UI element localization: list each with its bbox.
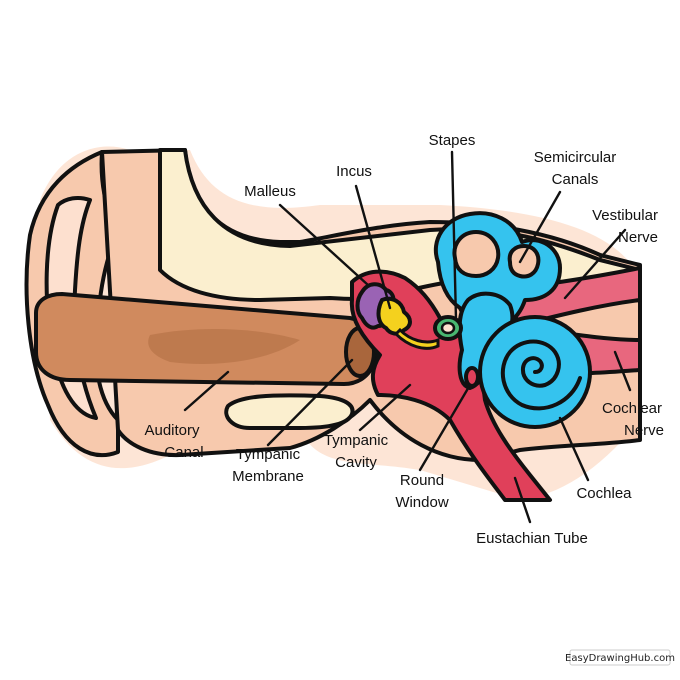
- label-auditory-canal-line2: Canal: [164, 444, 203, 461]
- round-window: [466, 368, 478, 386]
- label-auditory-canal-line1: Auditory: [144, 422, 200, 439]
- stapes-footplate: [442, 323, 454, 333]
- label-vestibular-nerve-line1: Vestibular: [592, 207, 658, 224]
- label-tympanic-membrane-line2: Membrane: [232, 468, 304, 485]
- label-eustachian-tube: Eustachian Tube: [476, 530, 588, 547]
- label-round-window-line1: Round: [400, 472, 444, 489]
- label-tympanic-cavity-line1: Tympanic: [324, 432, 389, 449]
- label-tympanic-cavity-line2: Cavity: [335, 454, 377, 471]
- label-vestibular-nerve-line2: Nerve: [618, 229, 658, 246]
- semicircular-hole-a: [454, 232, 498, 276]
- label-incus: Incus: [336, 163, 372, 180]
- label-stapes: Stapes: [429, 132, 476, 149]
- label-semicircular-canals-line1: Semicircular: [534, 149, 617, 166]
- watermark-text: EasyDrawingHub.com: [565, 653, 675, 664]
- label-cochlea: Cochlea: [576, 485, 632, 502]
- label-round-window-line2: Window: [395, 494, 449, 511]
- label-semicircular-canals-line2: Canals: [552, 171, 599, 188]
- label-cochlear-nerve-line2: Nerve: [624, 422, 664, 439]
- semicircular-hole-b: [510, 246, 539, 277]
- label-tympanic-membrane-line1: Tympanic: [236, 446, 301, 463]
- label-malleus: Malleus: [244, 183, 296, 200]
- label-cochlear-nerve-line1: Cochlear: [602, 400, 662, 417]
